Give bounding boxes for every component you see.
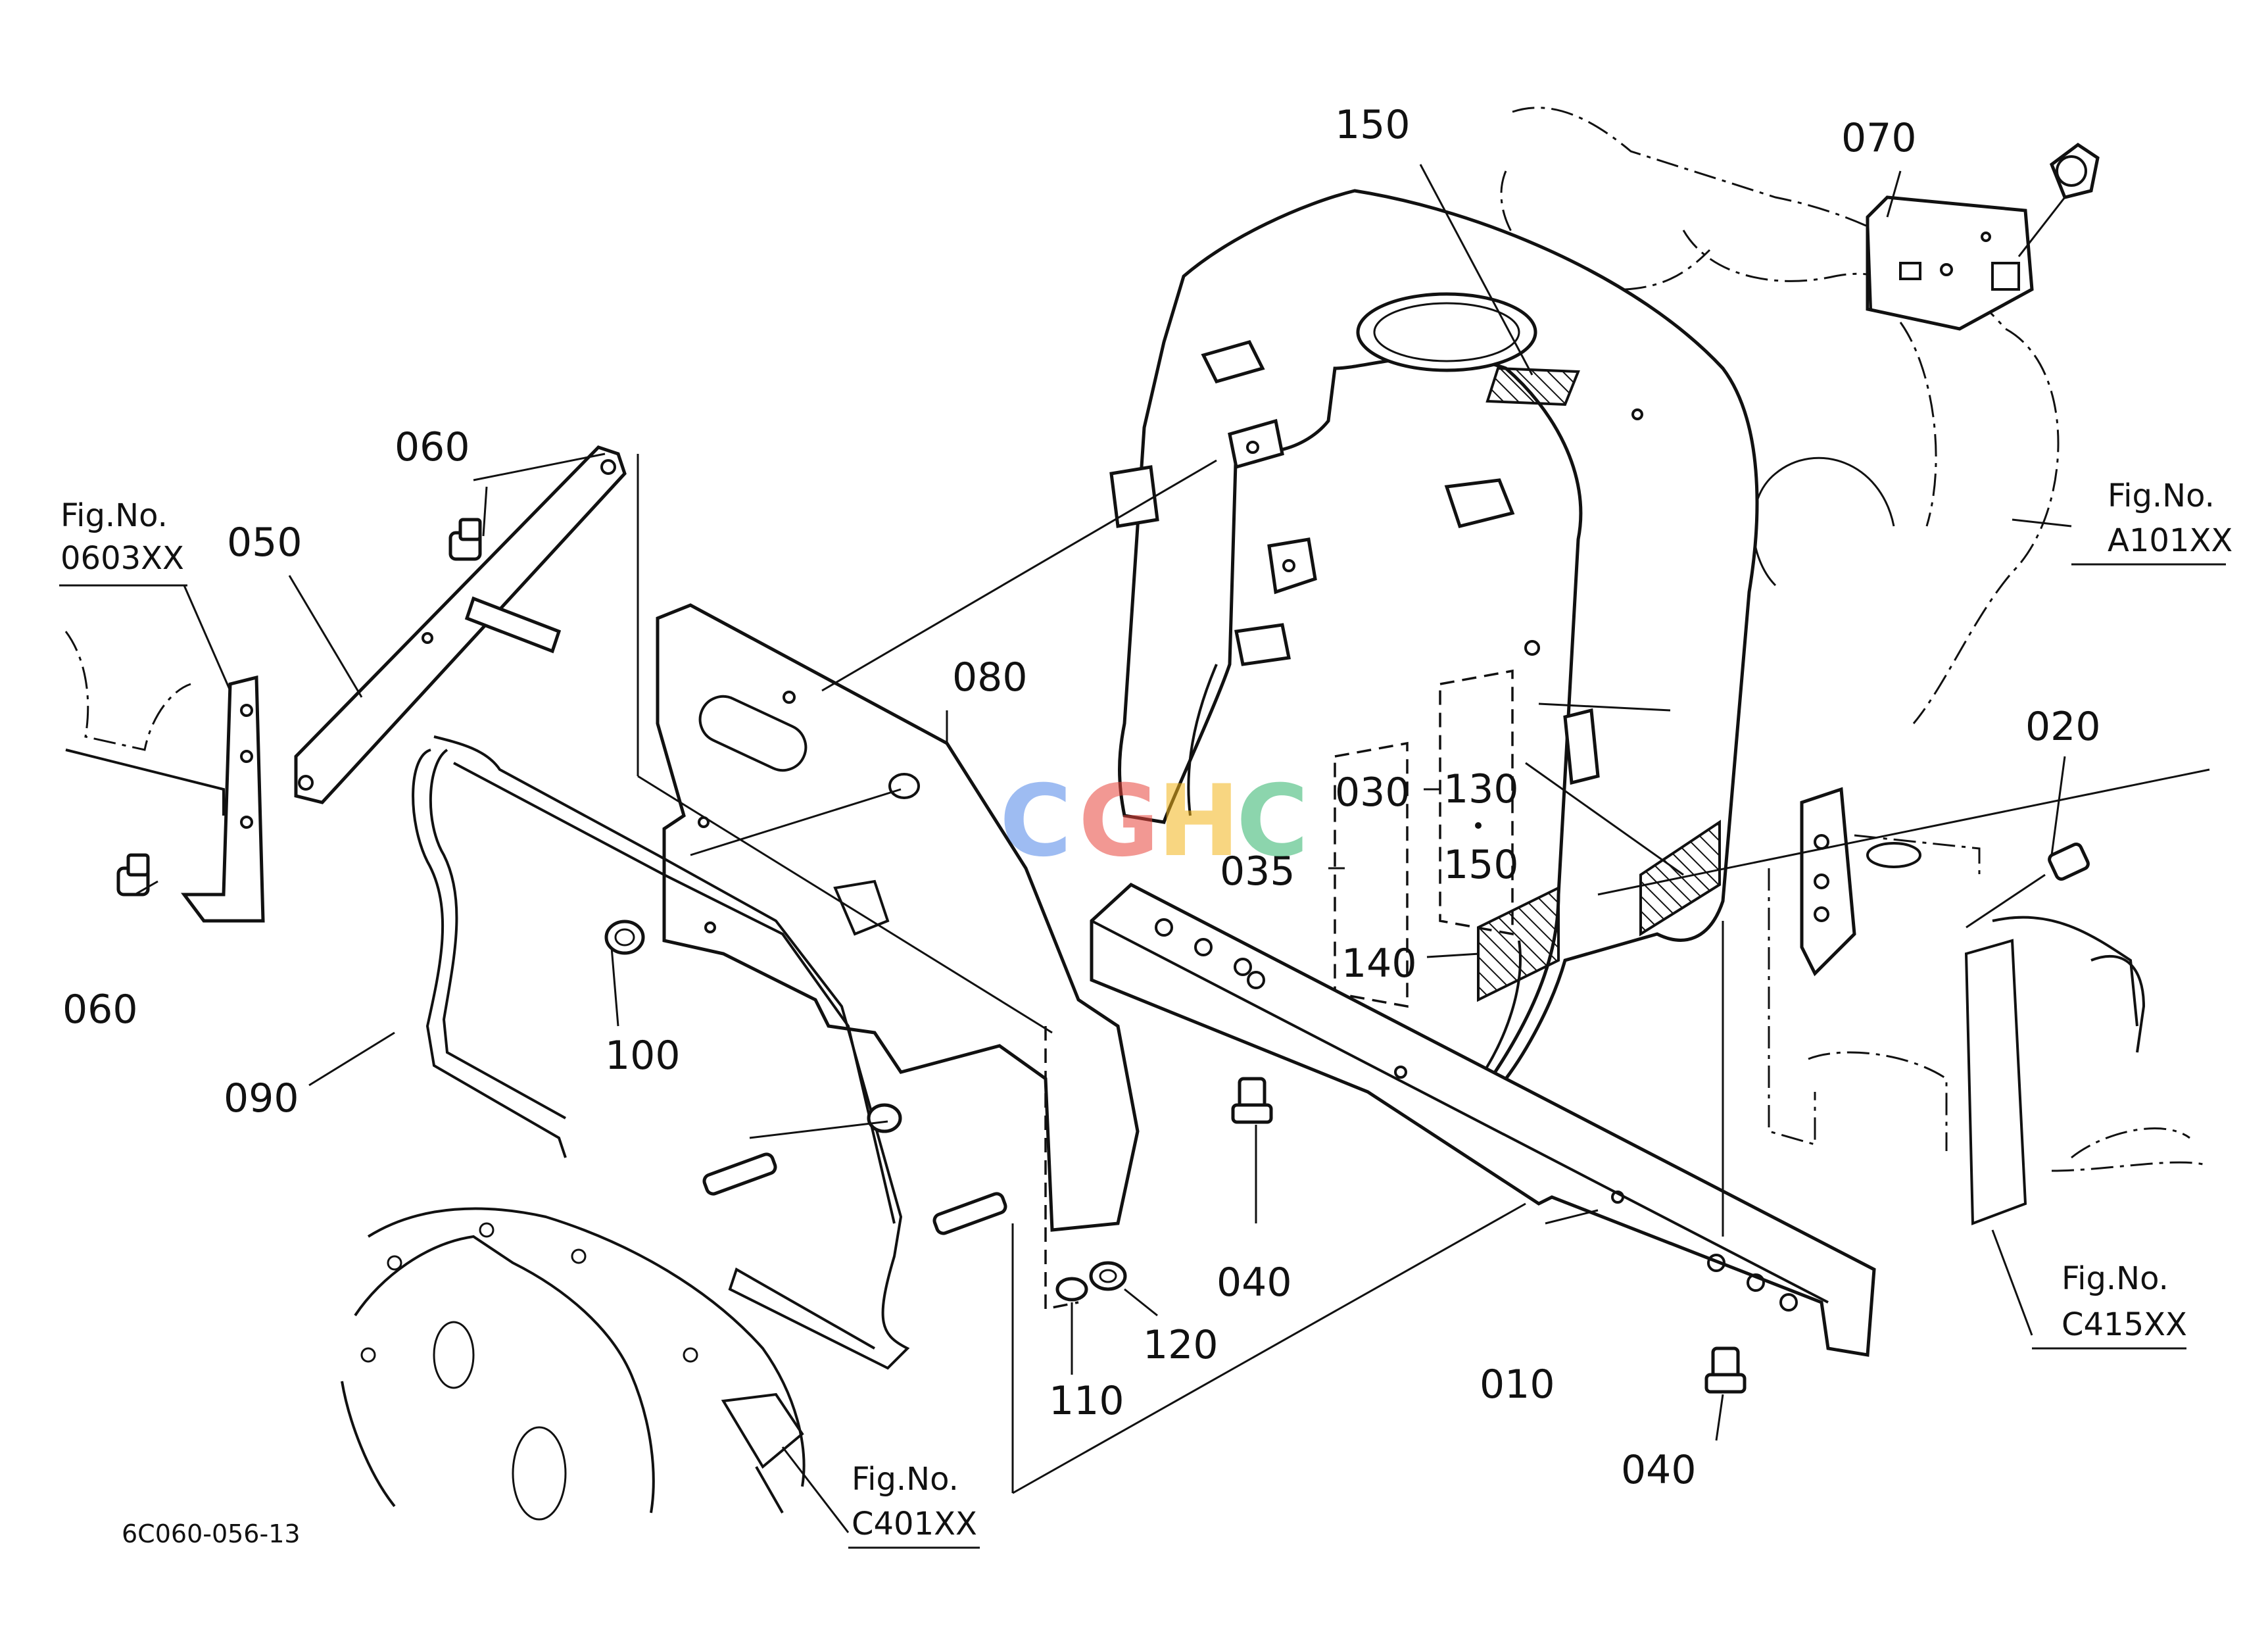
group-030-box <box>1439 669 1514 936</box>
part-label-030: 030 <box>1335 770 1411 816</box>
bolt-060-lower <box>116 853 150 897</box>
part-number-labels: 150 070 060 050 080 020 030 130 150 035 … <box>62 102 2101 1493</box>
frame-010 <box>1090 882 1876 1357</box>
fig-ref-c415xx: Fig.No. C415XX <box>2032 1260 2187 1350</box>
part-label-060-lower: 060 <box>62 987 138 1033</box>
assembly-lines <box>637 459 2210 1494</box>
bolt-040-lower <box>1704 1346 1747 1394</box>
group-035-box <box>1334 741 1409 1008</box>
part-label-035: 035 <box>1220 848 1295 895</box>
label-150-decal <box>1485 366 1580 406</box>
right-side-frame <box>1768 787 2204 1225</box>
bolt-040-upper <box>1231 1077 1273 1124</box>
part-label-150-top: 150 <box>1335 102 1411 148</box>
nut-120 <box>1089 1261 1127 1291</box>
part-label-040-lower: 040 <box>1621 1447 1697 1493</box>
watermark-letter-3: H <box>1157 764 1240 879</box>
part-label-050: 050 <box>227 520 302 566</box>
label-140-decal <box>1477 885 1560 1002</box>
bolt-020 <box>1966 843 2090 929</box>
diagram-code: 6C060-056-13 <box>122 1519 301 1548</box>
part-label-040-upper: 040 <box>1217 1260 1292 1306</box>
panel-080 <box>656 603 1140 1232</box>
stud-bolts <box>702 1103 1007 1235</box>
part-label-070: 070 <box>1841 115 1917 161</box>
clutch-housing <box>341 1207 806 1521</box>
svg-text:Fig.No.: Fig.No. <box>2062 1260 2169 1297</box>
part-label-150-side: 150 <box>1443 842 1519 888</box>
part-label-130: 130 <box>1443 766 1519 812</box>
svg-text:A101XX: A101XX <box>2108 522 2232 559</box>
part-label-010: 010 <box>1480 1362 1555 1408</box>
leader-lines <box>134 164 2072 1533</box>
dot-separator <box>1475 822 1482 829</box>
part-label-080: 080 <box>952 654 1028 701</box>
watermark-letter-4: C <box>1236 764 1309 879</box>
bracket-050 <box>294 445 639 804</box>
fig-ref-a101xx: Fig.No. A101XX <box>2071 478 2232 566</box>
part-label-020: 020 <box>2025 704 2101 750</box>
bracket-070 <box>1866 142 2100 331</box>
fig-ref-c401xx: Fig.No. C401XX <box>848 1461 980 1549</box>
part-label-060-upper: 060 <box>395 424 470 470</box>
washer-110 <box>1055 1277 1088 1302</box>
part-label-090: 090 <box>224 1075 299 1121</box>
left-mount-bracket <box>64 631 265 923</box>
svg-text:Fig.No.: Fig.No. <box>852 1461 959 1498</box>
part-label-120: 120 <box>1143 1322 1218 1368</box>
part-label-140: 140 <box>1341 941 1417 987</box>
svg-text:C401XX: C401XX <box>852 1506 977 1542</box>
watermark-letter-1: C <box>1000 764 1072 879</box>
svg-text:C415XX: C415XX <box>2062 1306 2187 1343</box>
part-label-100: 100 <box>605 1033 681 1079</box>
grommet-100 <box>604 920 645 955</box>
part-label-110: 110 <box>1049 1378 1124 1424</box>
front-grille-housing <box>1109 189 1759 1089</box>
gasket-090 <box>412 735 910 1370</box>
svg-text:Fig.No.: Fig.No. <box>60 497 168 534</box>
svg-text:Fig.No.: Fig.No. <box>2108 478 2215 514</box>
watermark: C G H C <box>1000 764 1309 879</box>
bolt-060-upper <box>448 518 482 561</box>
fig-ref-0603xx: Fig.No. 0603XX <box>59 497 187 587</box>
svg-text:0603XX: 0603XX <box>60 540 184 577</box>
watermark-letter-2: G <box>1078 764 1159 879</box>
